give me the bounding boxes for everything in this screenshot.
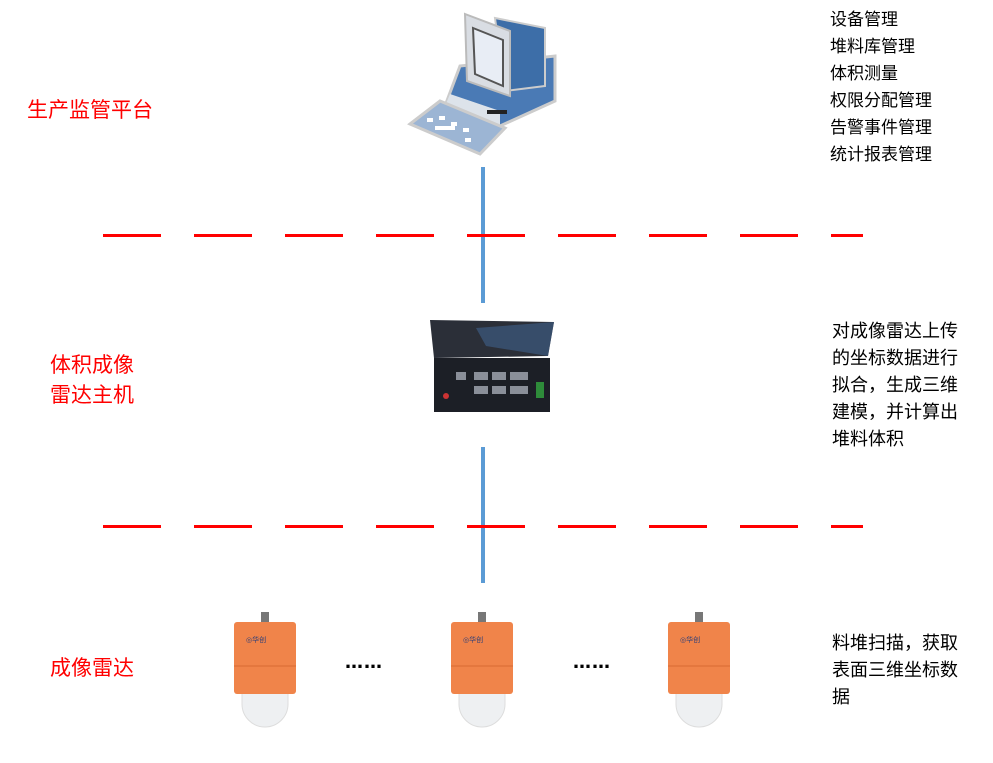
- host-label: 体积成像 雷达主机: [50, 350, 134, 410]
- desc-line: 对成像雷达上传: [832, 321, 958, 342]
- host-label-line: 雷达主机: [50, 383, 134, 407]
- desc-line: 拟合，生成三维: [832, 375, 958, 396]
- desc-line: 的坐标数据进行: [832, 348, 958, 369]
- imaging-radar-icon: ◎华创: [451, 612, 513, 728]
- connector-line: [481, 447, 485, 583]
- layer-divider: [103, 234, 863, 237]
- radar-label: 成像雷达: [50, 656, 134, 680]
- function-item: 体积测量: [830, 64, 898, 84]
- platform-label: 生产监管平台: [27, 98, 153, 122]
- function-item: 告警事件管理: [830, 118, 932, 138]
- platform-functions: 设备管理 堆料库管理 体积测量 权限分配管理 告警事件管理 统计报表管理: [830, 7, 932, 169]
- imaging-radar-icon: ◎华创: [234, 612, 296, 728]
- function-item: 统计报表管理: [830, 145, 932, 165]
- desc-line: 表面三维坐标数: [832, 660, 958, 681]
- desc-line: 据: [832, 687, 850, 708]
- svg-text:◎华创: ◎华创: [463, 635, 483, 644]
- layer-divider: [103, 525, 863, 528]
- desc-line: 堆料体积: [832, 429, 904, 450]
- ellipsis: ……: [573, 652, 611, 673]
- desc-line: 料堆扫描，获取: [832, 633, 958, 654]
- host-description: 对成像雷达上传 的坐标数据进行 拟合，生成三维 建模，并计算出 堆料体积: [832, 318, 958, 453]
- imaging-radar-icon: ◎华创: [668, 612, 730, 728]
- svg-text:◎华创: ◎华创: [246, 635, 266, 644]
- svg-text:◎华创: ◎华创: [680, 635, 700, 644]
- host-label-line: 体积成像: [50, 353, 134, 377]
- radar-host-computer-icon: [430, 320, 554, 412]
- ellipsis: ……: [345, 652, 383, 673]
- desc-line: 建模，并计算出: [832, 402, 958, 423]
- function-item: 堆料库管理: [830, 37, 915, 57]
- function-item: 权限分配管理: [830, 91, 932, 111]
- radar-description: 料堆扫描，获取 表面三维坐标数 据: [832, 630, 958, 711]
- function-item: 设备管理: [830, 10, 898, 30]
- computer-icon: [407, 12, 557, 156]
